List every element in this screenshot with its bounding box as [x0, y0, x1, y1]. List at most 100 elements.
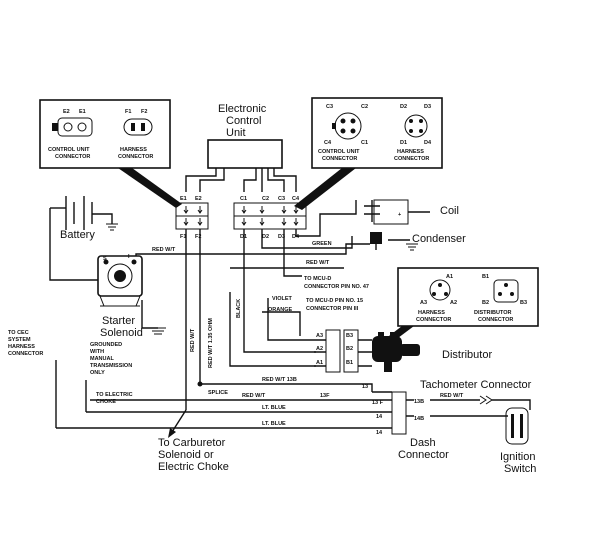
choke-label-2: CHOKE — [96, 399, 116, 405]
wire-label-to-mcu-15-2: CONNECTOR PIN III — [306, 306, 359, 312]
wire-to-mcu-47 — [283, 229, 302, 277]
inset-f2-pin-label: F2 — [141, 109, 147, 115]
wire-label-to-mcu-47-1: TO MCU-D — [304, 276, 331, 282]
pin-c2: C2 — [262, 196, 269, 202]
inset-f1-pin-label: F1 — [125, 109, 131, 115]
dist-pin-b2: B2 — [346, 346, 353, 352]
inset-cu-caption-2: CONNECTOR — [55, 154, 90, 160]
wire-label-to-mcu-47-2: CONNECTOR PIN NO. 47 — [304, 284, 369, 290]
dash-pin-14b: 14B — [414, 416, 424, 422]
inset-d3-pin-label: D3 — [424, 104, 431, 110]
inset-c-caption-1: CONTROL UNIT — [318, 149, 360, 155]
wire-green — [261, 229, 353, 249]
dash-label-2: Connector — [398, 449, 449, 461]
inset-b1-label: B1 — [482, 274, 489, 280]
inset-e2-pin-label: E2 — [63, 109, 70, 115]
inset-dist-d-cap-2: CONNECTOR — [478, 317, 513, 323]
coil-label: Coil — [440, 205, 459, 217]
choke-label-1: TO ELECTRIC — [96, 392, 133, 398]
grounded-note-4: TRANSMISSION — [90, 363, 132, 369]
pin-f2: F2 — [195, 234, 201, 240]
dash-connector: 13 13 F 14 14 13B 14B Dash Connector — [362, 384, 449, 461]
grounded-note-3: MANUAL — [90, 356, 114, 362]
inset-d-caption-1: HARNESS — [397, 149, 424, 155]
wire-b1 — [229, 292, 316, 367]
starter-solenoid: S I Starter Solenoid GROUNDED WITH MANUA… — [90, 254, 166, 376]
wire-red-wt-top — [135, 243, 370, 256]
dist-pin-b3: B3 — [346, 333, 353, 339]
carb-label-1: To Carburetor — [158, 437, 226, 449]
inset-d2-pin-label: D2 — [400, 104, 407, 110]
pin-c3: C3 — [278, 196, 285, 202]
cec-label-4: CONNECTOR — [8, 351, 43, 357]
inset-b3-label: B3 — [520, 300, 527, 306]
harness-connector-f-icon — [123, 118, 153, 136]
ignition-coil: + Coil — [364, 199, 459, 225]
solenoid-i-terminal: I — [128, 254, 130, 260]
inset-d-caption-2: CONNECTOR — [394, 156, 429, 162]
wire-label-orange: ORANGE — [268, 307, 292, 313]
dist-pin-a1: A1 — [316, 360, 323, 366]
distributor-harness-connector-icon — [429, 279, 451, 301]
inset-c3-pin-label: C3 — [326, 104, 333, 110]
carb-label-2: Solenoid or — [158, 449, 214, 461]
pin-c4: C4 — [292, 196, 300, 202]
inset-c-caption-2: CONNECTOR — [322, 156, 357, 162]
distributor-connector-b-icon — [493, 279, 519, 303]
wire-label-13f: 13F — [320, 393, 330, 399]
wire-label-red-wt-135: RED W/T 1.35 OHM — [208, 318, 214, 368]
grounded-note-5: ONLY — [90, 370, 105, 376]
control-unit-connector-c-icon — [332, 112, 362, 140]
wire-label-red-wt-mid: RED W/T — [242, 393, 266, 399]
pin-d4: D4 — [292, 234, 300, 240]
inset-distributor-connectors: A1 A3 A2 B1 B2 B3 HARNESS CONNECTOR DIST… — [376, 267, 539, 350]
wire-label-red-wt-coil: RED W/T — [306, 260, 330, 266]
cd-connector-block — [233, 202, 307, 230]
tachometer-label: Tachometer Connector — [420, 379, 532, 391]
dash-pin-13b: 13B — [414, 399, 424, 405]
wire-red-wt-13b — [200, 383, 373, 392]
condenser-label: Condenser — [412, 233, 466, 245]
dist-pin-a3: A3 — [316, 333, 323, 339]
inset-a3-label: A3 — [420, 300, 427, 306]
inset-dist-d-cap-1: DISTRIBUTOR — [474, 310, 512, 316]
cec-label-2: SYSTEM — [8, 337, 31, 343]
inset-h-caption-2: CONNECTOR — [118, 154, 153, 160]
splice-dot — [197, 381, 203, 387]
carb-label-3: Electric Choke — [158, 461, 229, 473]
pin-d2: D2 — [262, 234, 269, 240]
ecu-title-line-1: Electronic — [218, 103, 267, 115]
dash-pin-13f: 13 F — [372, 400, 384, 406]
grounded-note-1: GROUNDED — [90, 342, 122, 348]
pin-c1: C1 — [240, 196, 247, 202]
splice-label: SPLICE — [208, 390, 228, 396]
wire-c4 — [295, 200, 357, 237]
inset-ef-connectors: E2 E1 F1 F2 CONTROL UNIT CONNECTOR HARNE… — [39, 99, 182, 208]
inset-a2-label: A2 — [450, 300, 457, 306]
ignition-switch: Ignition Switch — [430, 399, 536, 475]
wire-orange — [262, 311, 301, 336]
inset-d1-pin-label: D1 — [400, 140, 407, 146]
inset-b2-label: B2 — [482, 300, 489, 306]
inset-cd-connectors: C3 C2 C4 C1 D2 D3 D1 D4 CONTROL UNIT CON… — [294, 97, 443, 210]
inset-c2-pin-label: C2 — [361, 104, 368, 110]
coil-plus: + — [398, 212, 401, 218]
dist-pin-b1: B1 — [346, 360, 353, 366]
inset-d4-pin-label: D4 — [424, 140, 432, 146]
wire-label-black: BLACK — [236, 299, 242, 318]
wire-label-red-wt-13b: RED W/T 13B — [262, 377, 297, 383]
inset-h-caption-1: HARNESS — [120, 147, 147, 153]
pin-e1: E1 — [180, 196, 187, 202]
distributor-label: Distributor — [442, 349, 492, 361]
dist-pin-a2: A2 — [316, 346, 323, 352]
pin-d3: D3 — [278, 234, 285, 240]
inset-cu-caption-1: CONTROL UNIT — [48, 147, 90, 153]
grounded-note-2: WITH — [90, 349, 104, 355]
wire-label-violet: VIOLET — [272, 296, 293, 302]
distributor: Distributor — [372, 332, 492, 372]
ignition-label-2: Switch — [504, 463, 536, 475]
distributor-connector: A3 A2 A1 B3 B2 B1 — [314, 329, 372, 373]
solenoid-s-terminal: S — [103, 256, 107, 262]
dash-pin-14: 14 — [376, 414, 383, 420]
